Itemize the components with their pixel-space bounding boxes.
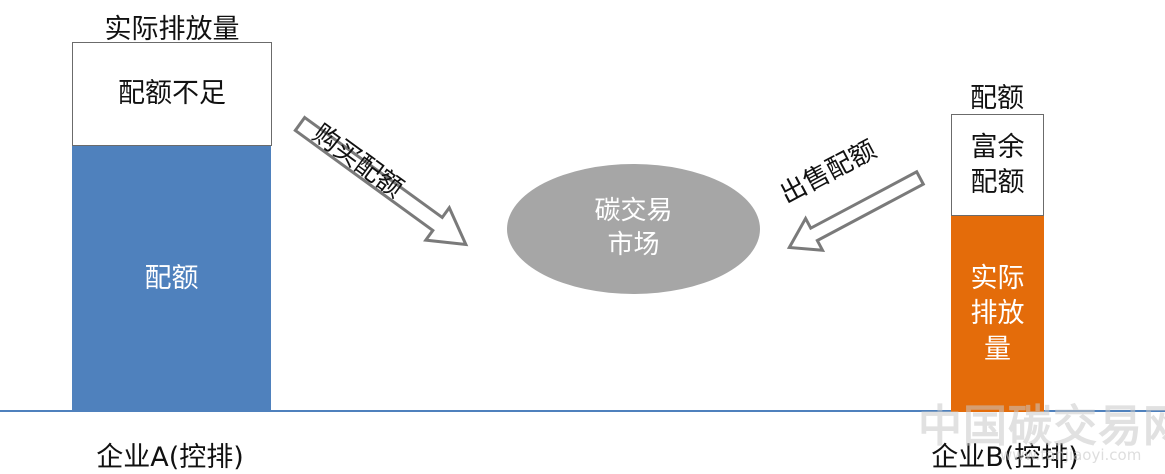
company-b-name: 企业B(控排) [931, 441, 1079, 473]
company-a-name: 企业A(控排) [96, 441, 244, 473]
company-b-surplus-box: 富余 配额 [951, 114, 1044, 216]
sell-arrow [786, 169, 926, 252]
company-a-quota-bar: 配额 [72, 146, 271, 412]
company-a-actual-emission-label: 实际排放量 [104, 13, 240, 45]
buy-arrow [293, 115, 469, 247]
company-b-quota-label: 配额 [970, 82, 1024, 114]
baseline [0, 410, 1165, 412]
company-a-shortfall-box: 配额不足 [72, 42, 272, 146]
carbon-market-ellipse: 碳交易 市场 [507, 164, 760, 294]
carbon-market-label: 碳交易 市场 [594, 196, 673, 260]
watermark-logo: 中国碳交易网 [918, 401, 1165, 452]
company-b-actual-emission-bar: 实际 排放 量 [951, 216, 1044, 412]
watermark-url: www.tanjiaoyi.com [1000, 446, 1142, 464]
